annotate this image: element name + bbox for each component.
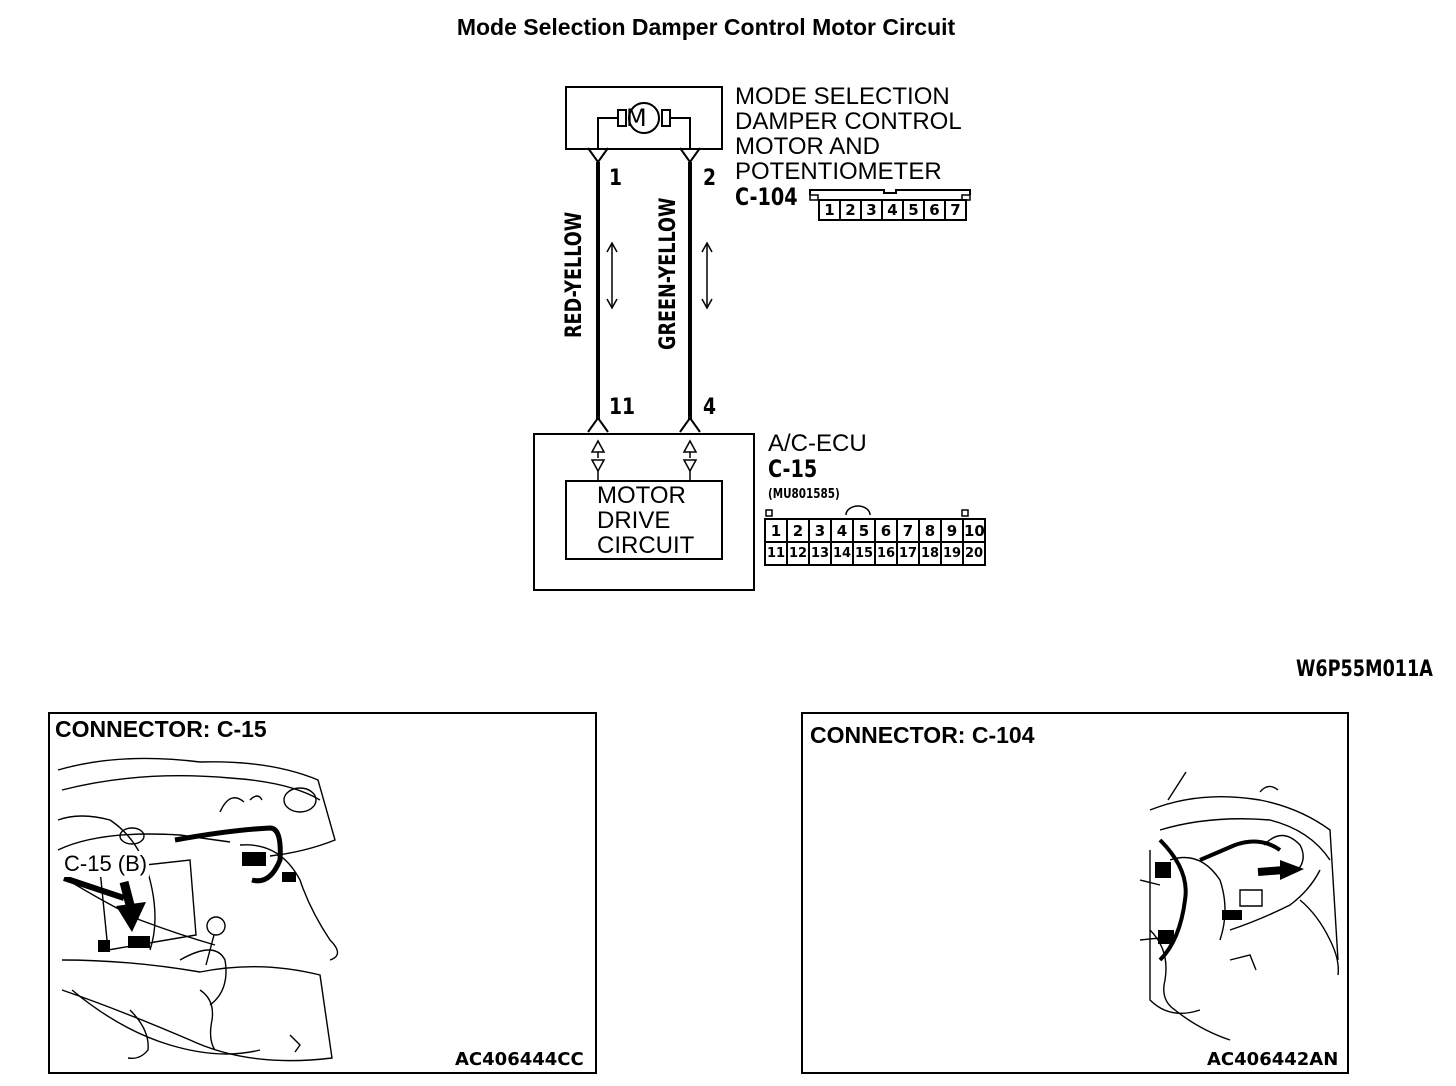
c15-connector-face-bottom: 11 12 13 14 15 16 17 18 19 20 [764,541,986,566]
motor-label-line: MOTOR AND [735,133,880,160]
connector-c104-panel-title: CONNECTOR: C-104 [810,722,1035,748]
inner-label-line: CIRCUIT [597,532,695,559]
connector-pin: 19 [942,543,964,564]
c15-connector-id: C-15 [768,455,818,483]
ecu-terminal-icon [682,439,698,481]
connector-pin: 6 [876,520,898,541]
inner-label-line: MOTOR [597,482,686,509]
page-title: Mode Selection Damper Control Motor Circ… [456,14,956,40]
connector-pin: 14 [832,543,854,564]
c104-harness-detail [1155,862,1242,944]
signal-direction-icon [606,241,618,310]
callout-arrow-icon [1257,860,1304,880]
c15-connector-shell [765,505,969,517]
motor-box [565,86,723,150]
ecu-terminal-icon [590,439,606,481]
connector-pin: 10 [964,522,985,540]
connector-pin: 13 [810,543,832,564]
wire-1-ecu-pin: 11 [609,395,636,420]
motor-label-line: MODE SELECTION [735,83,950,110]
connector-pin: 3 [810,520,832,541]
connector-pin: 1 [820,201,841,219]
connector-pin: 18 [920,543,942,564]
connector-pin: 6 [925,201,946,219]
connector-c15-panel [48,712,597,1074]
c104-connector-face: 1 2 3 4 5 6 7 [818,199,967,221]
connector-pin: 3 [862,201,883,219]
ecu-box [533,433,755,591]
c104-connector-id: C-104 [735,183,798,211]
c104-location-illustration [1139,771,1340,1041]
connector-pin: 7 [950,201,961,219]
diagram-code: W6P55M011A [1296,657,1433,682]
wire-1-motor-pin: 1 [609,166,623,191]
connector-pin: 2 [841,201,862,219]
wire-2-color-label: GREEN-YELLOW [656,197,681,350]
c15-connector-face-top: 1 2 3 4 5 6 7 8 9 10 [764,518,986,543]
wire-2-motor-pin: 2 [703,166,717,191]
callout-arrow-icon [63,875,146,932]
connector-c104-panel [801,712,1349,1074]
motor-label-line: POTENTIOMETER [735,158,942,185]
connector-pin: 20 [964,546,984,561]
connector-c104-panel-code: AC406442AN [1207,1049,1339,1070]
connector-pin: 4 [883,201,904,219]
connector-pin: 5 [904,201,925,219]
connector-chevron-icon [587,147,609,164]
c15-harness-detail [98,852,296,952]
c15-harness [174,825,283,884]
motor-drive-circuit-label: MOTOR DRIVE CIRCUIT [597,483,694,558]
connector-pin: 7 [898,520,920,541]
connector-pin: 12 [788,543,810,564]
connector-pin: 9 [942,520,964,541]
connector-c15-callout: C-15 (B) [62,851,150,877]
connector-pin: 15 [854,543,876,564]
connector-c15-panel-title: CONNECTOR: C-15 [55,716,267,742]
connector-pin: 5 [854,520,876,541]
inner-label-line: DRIVE [597,507,671,534]
connector-pin: 4 [832,520,854,541]
connector-pin: 11 [766,543,788,564]
ecu-label: A/C-ECU [768,430,867,457]
motor-drive-circuit-box [565,480,723,560]
connector-pin: 2 [788,520,810,541]
connector-pin: 8 [920,520,942,541]
c104-harness [1158,838,1282,962]
wire-2-ecu-pin: 4 [703,395,717,420]
signal-direction-icon [701,241,713,310]
connector-chevron-icon [679,147,701,164]
motor-symbol-icon [628,102,660,134]
connector-chevron-icon [679,416,701,433]
c15-location-illustration [57,757,339,1062]
motor-symbol-label: M [626,104,647,132]
connector-pin: 16 [876,543,898,564]
motor-label: MODE SELECTION DAMPER CONTROL MOTOR AND … [735,84,962,184]
connector-chevron-icon [587,416,609,433]
motor-label-line: DAMPER CONTROL [735,108,962,135]
connector-pin: 17 [898,543,920,564]
connector-pin: 1 [766,520,788,541]
wire-1-color-label: RED-YELLOW [562,211,587,338]
connector-c15-panel-code: AC406444CC [455,1049,584,1070]
c15-part-number: (MU801585) [768,487,840,502]
